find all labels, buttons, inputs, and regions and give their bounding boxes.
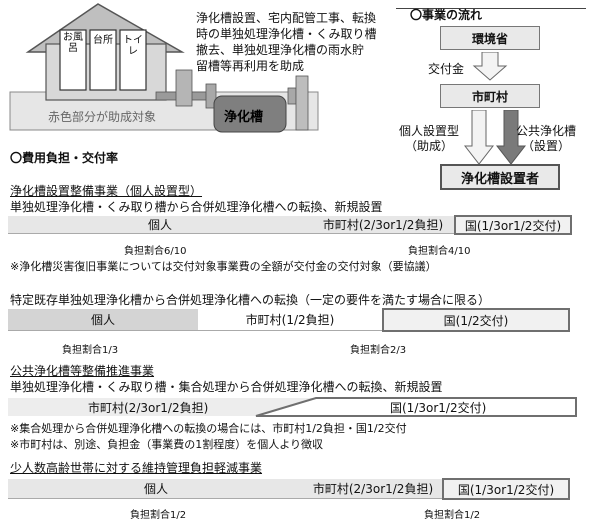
flow-right-type: 公共浄化槽 （設置） <box>516 124 577 153</box>
room-label-bath: お風呂 <box>63 32 83 54</box>
sec4-bar-individual: 個人 <box>8 479 304 499</box>
flow-box-municipality: 市町村 <box>440 84 540 108</box>
flow-box-installer: 浄化槽設置者 <box>440 164 560 190</box>
sec1-bar-national: 国(1/3or1/2交付) <box>454 215 572 235</box>
sec1-bar-municipality: 市町村(2/3or1/2負担) <box>312 216 454 234</box>
sec4-ratio-left: 負担割合1/2 <box>130 510 187 521</box>
sec3-note2: ※市町村は、別途、負担金（事業費の1割程度）を個人より徴収 <box>10 438 323 451</box>
down-arrow-icon <box>472 52 508 81</box>
flow-title: 〇事業の流れ <box>410 8 483 22</box>
sec2-bar-municipality: 市町村(1/2負担) <box>198 309 382 331</box>
sec2-ratio-left: 負担割合1/3 <box>62 345 119 356</box>
sec1-note: ※浄化槽災害復旧事業については交付対象事業費の全額が交付金の交付対象（要協議） <box>10 260 437 273</box>
sec2-ratio-right: 負担割合2/3 <box>350 345 407 356</box>
sec3-title: 公共浄化槽等整備推進事業 <box>10 364 155 378</box>
sec3-subtitle: 単独処理浄化槽・くみ取り槽・集合処理から合併処理浄化槽への転換、新規設置 <box>10 380 443 394</box>
illustration-description: 浄化槽設置、宅内配管工事、転換 時の単独処理浄化槽・くみ取り槽 撤去、単独処理浄… <box>196 11 377 73</box>
sec4-title: 少人数高齢世帯に対する維持管理負担軽減事業 <box>10 461 263 475</box>
sec3-bar-national: 国(1/3or1/2交付) <box>390 401 487 415</box>
house-illustration <box>9 3 319 133</box>
sec4-bar-municipality: 市町村(2/3or1/2負担) <box>304 479 442 499</box>
sec1-ratio-left: 負担割合6/10 <box>124 246 187 257</box>
sec3-note1: ※集合処理から合併処理浄化槽への転換の場合には、市町村1/2負担・国1/2交付 <box>10 422 407 435</box>
sec3-bar-graphic <box>8 397 577 417</box>
room-label-toilet: トイレ <box>123 35 143 57</box>
flow-left-type: 個人設置型 （助成） <box>399 124 460 153</box>
flow-divider <box>396 8 586 9</box>
split-arrows-icon <box>463 110 527 165</box>
flow-box-ministry: 環境省 <box>440 26 540 50</box>
sec4-ratio-right: 負担割合1/2 <box>424 510 481 521</box>
sec1-bar-individual: 個人 <box>8 216 312 234</box>
subsidy-note: 赤色部分が助成対象 <box>48 110 157 124</box>
grant-label: 交付金 <box>428 62 465 76</box>
sec1-title: 浄化槽設置整備事業（個人設置型） <box>10 184 203 198</box>
room-label-kitchen: 台所 <box>93 35 113 46</box>
sec4-bar-national: 国(1/3or1/2交付) <box>442 478 570 500</box>
sec1-subtitle: 単独処理浄化槽・くみ取り槽から合併処理浄化槽への転換、新規設置 <box>10 200 383 214</box>
tank-label: 浄化槽 <box>224 110 264 125</box>
cost-heading: 〇費用負担・交付率 <box>10 151 119 165</box>
sec1-ratio-right: 負担割合4/10 <box>408 246 471 257</box>
sec2-title: 特定既存単独処理浄化槽から合併処理浄化槽への転換（一定の要件を満たす場合に限る） <box>10 293 491 307</box>
sec2-bar-individual: 個人 <box>8 309 198 331</box>
sec3-bar-municipality: 市町村(2/3or1/2負担) <box>88 401 209 415</box>
sec2-bar-national: 国(1/2交付) <box>382 308 570 332</box>
